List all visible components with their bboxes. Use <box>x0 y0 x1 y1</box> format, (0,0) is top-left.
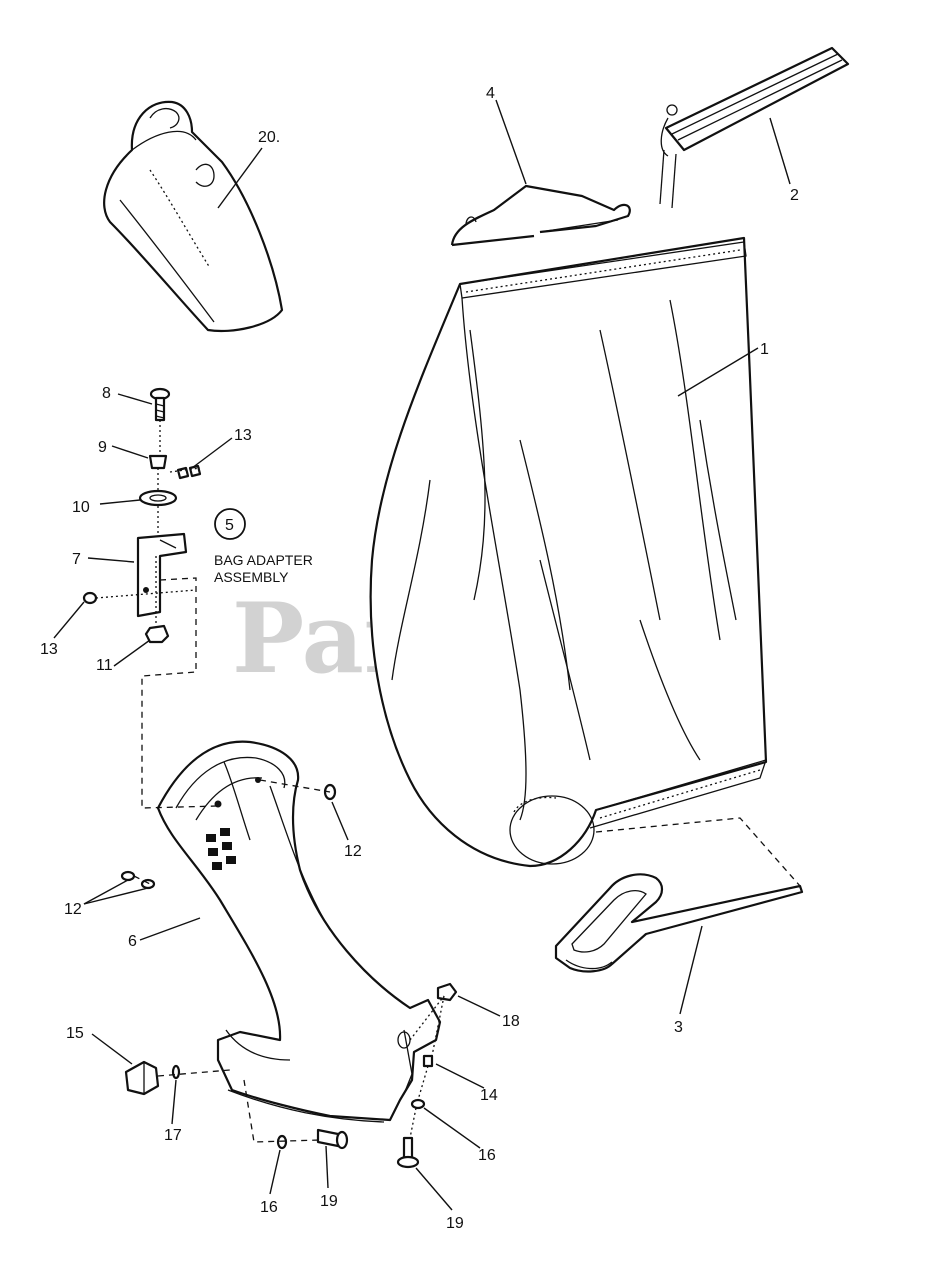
callout-13-left: 13 <box>40 641 58 658</box>
assembly-lines <box>95 420 801 1143</box>
callout-9: 9 <box>98 439 107 456</box>
part-17-washer[interactable] <box>171 1064 181 1080</box>
part-18-nut[interactable] <box>436 982 458 1002</box>
callout-19-right: 19 <box>446 1215 464 1232</box>
callout-4: 4 <box>486 85 495 102</box>
callout-10: 10 <box>72 499 90 516</box>
part-10-washer[interactable] <box>138 489 178 507</box>
part-19-bolt-bottom[interactable] <box>316 1128 349 1150</box>
callout-1: 1 <box>760 341 769 358</box>
callout-11: 11 <box>96 657 113 674</box>
part-4-bag-frame-wire[interactable] <box>450 184 631 247</box>
callout-12-right: 12 <box>344 843 362 860</box>
part-8-screw[interactable] <box>149 387 171 422</box>
part-9-cap[interactable] <box>148 454 168 470</box>
callout-14: 14 <box>480 1087 498 1104</box>
part-6-bag-adapter[interactable] <box>156 740 442 1123</box>
part-13-pins-top[interactable] <box>176 464 202 480</box>
callout-8: 8 <box>102 385 111 402</box>
callout-7: 7 <box>72 551 81 568</box>
part-3-bag-handle[interactable] <box>554 873 804 973</box>
part-20-chute-cover[interactable] <box>103 100 284 333</box>
part-1-grass-bag[interactable] <box>369 236 768 868</box>
callout-12-left: 12 <box>64 901 82 918</box>
callout-labels: 20. 4 2 1 8 9 13 10 7 13 11 12 12 6 3 18… <box>40 85 799 1232</box>
part-15-knob[interactable] <box>124 1060 160 1096</box>
callout-16-bottom: 16 <box>260 1199 278 1216</box>
leader-lines <box>53 99 791 1211</box>
callout-6: 6 <box>128 933 137 950</box>
group-number: 5 <box>225 517 234 534</box>
part-7-bracket[interactable] <box>136 532 188 618</box>
part-16-washer-right[interactable] <box>410 1098 426 1110</box>
group-title-line1: BAG ADAPTER <box>214 552 313 568</box>
group-number-circle <box>214 508 246 540</box>
part-14-spacer[interactable] <box>422 1054 434 1068</box>
group-title-line2: ASSEMBLY <box>214 569 289 585</box>
callout-20: 20. <box>258 129 280 146</box>
part-2-rod[interactable] <box>659 46 850 209</box>
callout-16-right: 16 <box>478 1147 496 1164</box>
part-13-pin-left[interactable] <box>82 591 98 605</box>
callout-13-top: 13 <box>234 427 252 444</box>
callout-15: 15 <box>66 1025 84 1042</box>
part-16-washer-bottom[interactable] <box>276 1134 288 1150</box>
callout-17: 17 <box>164 1127 182 1144</box>
callout-3: 3 <box>674 1019 683 1036</box>
group-label-bag-adapter-assembly: 5 BAG ADAPTER ASSEMBLY <box>214 508 313 585</box>
callout-19-bottom: 19 <box>320 1193 338 1210</box>
part-19-bolt-right[interactable] <box>396 1136 420 1169</box>
callout-18: 18 <box>502 1013 520 1030</box>
part-11-nut[interactable] <box>144 624 170 644</box>
callout-2: 2 <box>790 187 799 204</box>
